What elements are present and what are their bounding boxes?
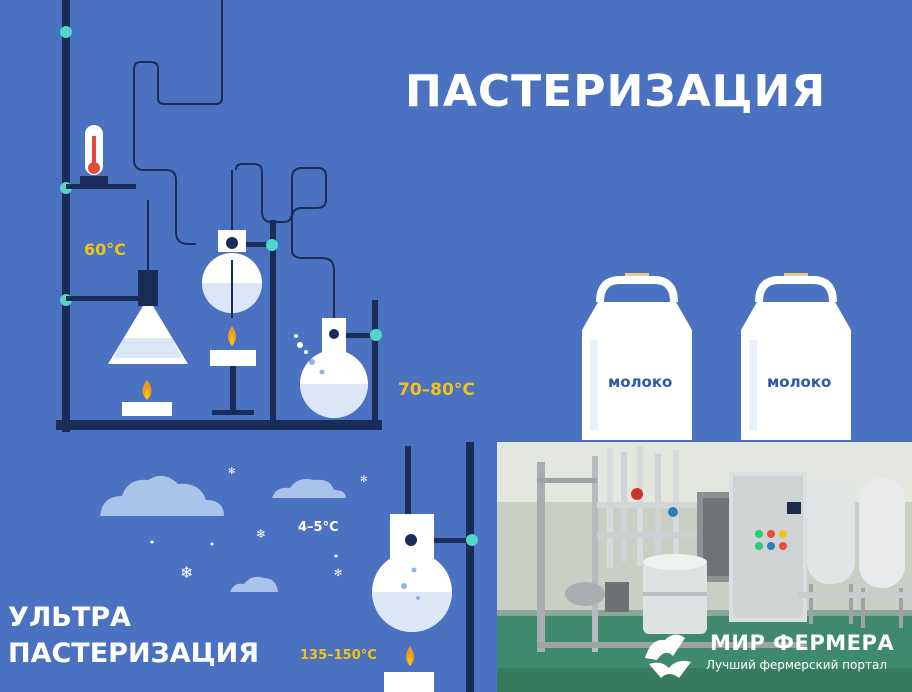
pasteurizer-photo xyxy=(497,442,912,692)
svg-text:✻: ✻ xyxy=(334,568,342,579)
brand-logo-icon xyxy=(645,634,691,678)
temperature-label-60: 60°C xyxy=(84,240,127,259)
flame-icon xyxy=(406,646,414,666)
flask-ultra xyxy=(372,514,452,632)
svg-text:✻: ✻ xyxy=(228,467,236,477)
flame-icon xyxy=(228,326,236,346)
temperature-label-70-80: 70–80°C xyxy=(398,380,475,400)
flask-conical xyxy=(108,200,188,364)
milk-can-label-2: молоко xyxy=(767,373,832,391)
thermometer-icon xyxy=(80,125,108,184)
flame-icon xyxy=(142,380,152,400)
page-title: ПАСТЕРИЗАЦИЯ xyxy=(405,66,827,117)
snowflake-icon: ❄ ❄ ✻ ✻ ✻ xyxy=(150,467,368,582)
svg-text:❄: ❄ xyxy=(256,527,266,541)
temperature-label-ultra: 135–150°C xyxy=(300,648,377,663)
svg-text:✻: ✻ xyxy=(360,475,368,485)
temperature-label-cooling: 4–5°C xyxy=(298,520,339,535)
flask-round xyxy=(202,170,262,318)
brand-name: МИР ФЕРМЕРА xyxy=(710,631,895,655)
ultra-title-line2: ПАСТЕРИЗАЦИЯ xyxy=(8,638,260,669)
flask-boiling xyxy=(294,318,368,418)
ultra-title-line1: УЛЬТРА xyxy=(8,602,131,633)
cloud-icon xyxy=(100,475,346,592)
milk-can-icon xyxy=(741,273,851,440)
svg-text:❄: ❄ xyxy=(180,563,193,582)
brand-tagline: Лучший фермерский портал xyxy=(706,658,887,672)
milk-can-label-1: молоко xyxy=(608,373,673,391)
milk-can-icon xyxy=(582,273,692,440)
